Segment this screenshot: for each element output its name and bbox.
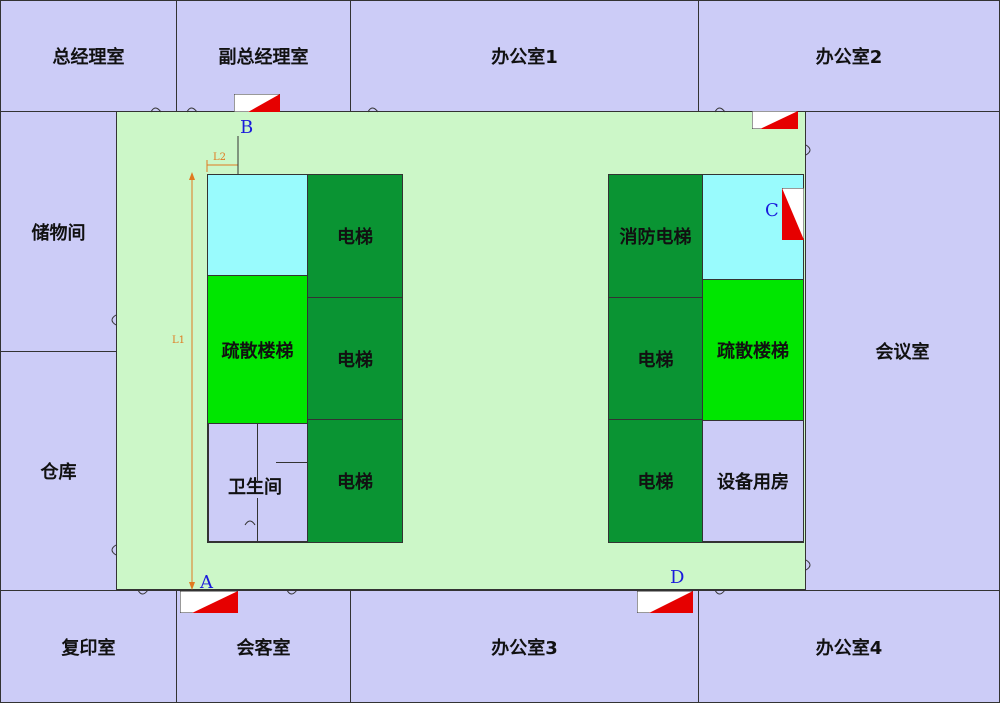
point-a-label: A — [200, 572, 213, 593]
room-office-2: 办公室2 — [698, 0, 1000, 112]
room-general-manager: 总经理室 — [0, 0, 177, 112]
toilet-partition — [257, 424, 258, 482]
exit-marker-top-right-icon — [752, 111, 798, 129]
right-elevator-1: 电梯 — [608, 297, 703, 420]
left-elevator-3: 电梯 — [307, 419, 403, 543]
left-elevator-2: 电梯 — [307, 297, 403, 420]
left-evacuation-stairs: 疏散楼梯 — [207, 275, 308, 424]
dimension-l2-label: L2 — [213, 152, 227, 163]
right-elevator-2: 电梯 — [608, 419, 703, 543]
exit-marker-c-icon — [782, 188, 804, 240]
fire-elevator: 消防电梯 — [608, 174, 703, 298]
left-stair-landing — [207, 174, 308, 276]
point-d-label: D — [670, 567, 685, 588]
room-copy: 复印室 — [0, 590, 177, 703]
room-meeting: 会议室 — [805, 111, 1000, 591]
equipment-room: 设备用房 — [702, 420, 804, 543]
toilet-partition-3 — [276, 462, 307, 463]
toilet-label: 卫生间 — [228, 477, 282, 498]
room-office-1: 办公室1 — [350, 0, 699, 112]
dimension-l1-label: L1 — [172, 335, 186, 346]
room-deputy-manager: 副总经理室 — [176, 0, 351, 112]
right-evacuation-stairs: 疏散楼梯 — [702, 279, 804, 421]
exit-marker-b-icon — [234, 94, 280, 112]
left-elevator-1: 电梯 — [307, 174, 403, 298]
room-warehouse: 仓库 — [0, 351, 117, 591]
room-storage: 储物间 — [0, 111, 117, 352]
point-b-label: B — [240, 117, 254, 138]
point-c-label: C — [765, 200, 779, 221]
exit-marker-a-icon — [180, 591, 238, 613]
toilet-partition-2 — [257, 498, 258, 542]
exit-marker-d-icon — [637, 591, 693, 613]
room-office-4: 办公室4 — [698, 590, 1000, 703]
